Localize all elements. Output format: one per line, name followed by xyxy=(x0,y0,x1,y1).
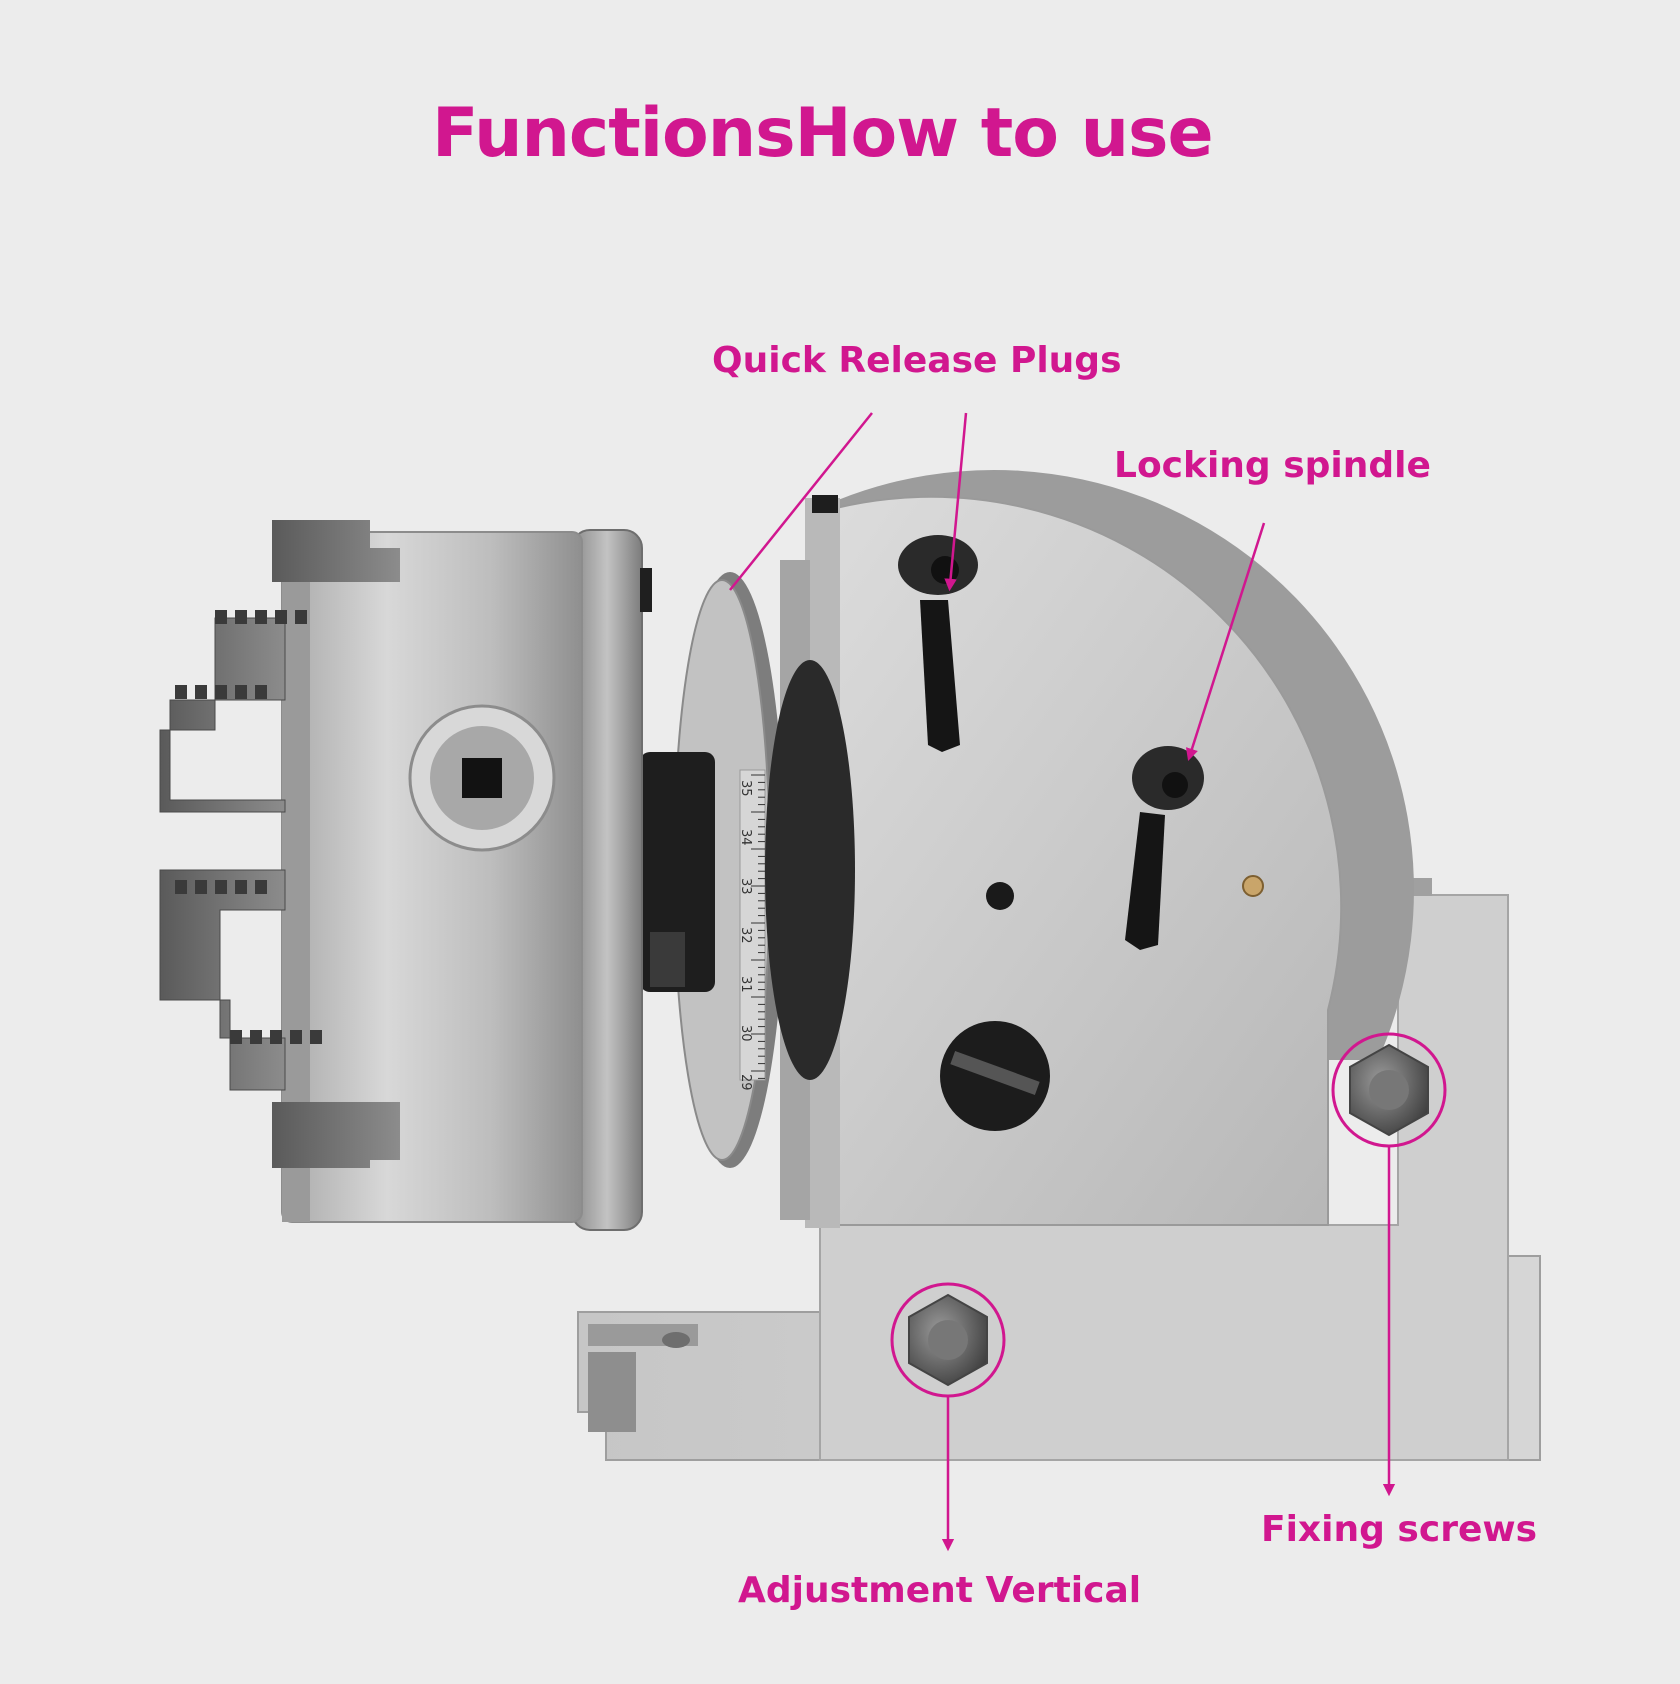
dial-number: 30 xyxy=(738,1025,753,1042)
jaw-tooth xyxy=(215,880,227,894)
dial-number: 35 xyxy=(738,780,753,797)
jaw-tooth xyxy=(195,880,207,894)
jaw-tooth xyxy=(290,1030,302,1044)
jaw-tooth xyxy=(250,1030,262,1044)
callout-quick-release-plugs: Quick Release Plugs xyxy=(712,340,1122,381)
callout-fixing-screws: Fixing screws xyxy=(1261,1509,1538,1550)
dial-ticks xyxy=(751,774,765,1079)
jaw-tooth xyxy=(235,610,247,624)
spindle-hub xyxy=(640,660,855,1080)
chuck-flange xyxy=(571,529,652,1231)
small-bolts xyxy=(812,495,1264,910)
fixing-screw-nut xyxy=(1331,1032,1447,1148)
jaw-tooth xyxy=(270,1030,282,1044)
jaw-tooth xyxy=(230,1030,242,1044)
page-title: FunctionsHow to use xyxy=(432,94,1214,173)
jaw-tooth xyxy=(295,610,307,624)
jaw-tooth xyxy=(255,685,267,699)
jaw-tooth xyxy=(195,685,207,699)
jaw-tooth xyxy=(255,610,267,624)
callout-adjustment-vertical: Adjustment Vertical xyxy=(738,1570,1142,1611)
jaw-teeth xyxy=(175,610,322,1044)
dial-number: 34 xyxy=(738,829,753,846)
dial-number: 32 xyxy=(738,927,753,944)
quick-release-leader-2 xyxy=(944,412,968,592)
chuck-key-socket xyxy=(408,704,556,852)
dial-numbers: 35 34 33 32 31 30 29 xyxy=(738,780,753,1091)
jaw-tooth xyxy=(215,685,227,699)
round-head-body xyxy=(780,469,1414,1228)
adjustment-vertical-nut xyxy=(890,1282,1006,1398)
callout-lines xyxy=(729,412,1396,1552)
jaw-tooth xyxy=(175,880,187,894)
locking-spindle-handle xyxy=(1125,746,1204,950)
callout-locking-spindle: Locking spindle xyxy=(1114,445,1431,486)
jaw-tooth xyxy=(255,880,267,894)
jaw-tooth xyxy=(235,880,247,894)
jaw-tooth xyxy=(175,685,187,699)
dial-number: 33 xyxy=(738,878,753,895)
locking-spindle-leader xyxy=(1185,522,1266,761)
slotted-screw xyxy=(940,1021,1050,1131)
dial-number: 29 xyxy=(738,1074,753,1091)
index-dial: 35 34 33 32 31 30 29 xyxy=(673,572,785,1168)
jaw-tooth xyxy=(275,610,287,624)
dial-number: 31 xyxy=(738,976,753,993)
chuck-jaws xyxy=(159,520,400,1168)
jaw-tooth xyxy=(235,685,247,699)
jaw-tooth xyxy=(310,1030,322,1044)
quick-release-leader-1 xyxy=(729,412,873,591)
jaw-tooth xyxy=(215,610,227,624)
